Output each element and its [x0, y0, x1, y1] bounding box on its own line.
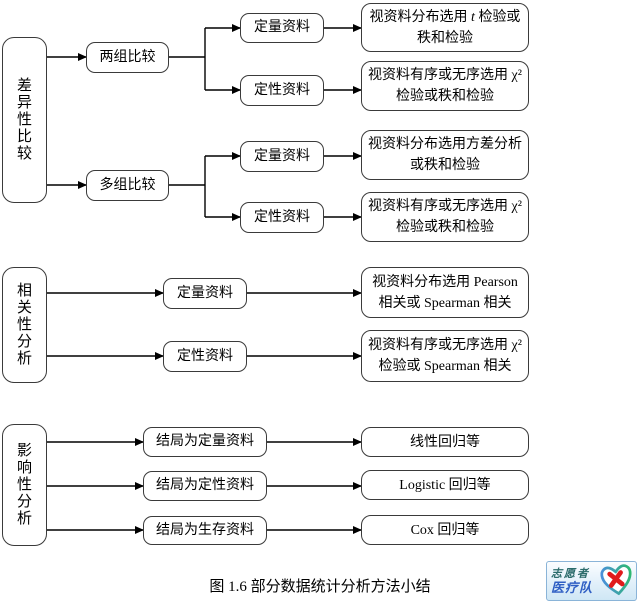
- result-line: 线性回归等: [410, 434, 480, 450]
- result-chi-square-or-spearman: 视资料有序或无序选用 χ² 检验或 Spearman 相关: [361, 330, 529, 382]
- node-label: 差异性比较: [17, 77, 33, 162]
- node-quantitative-data-two-group: 定量资料: [240, 13, 324, 43]
- result-line: 视资料有序或无序选用 χ²: [368, 199, 522, 214]
- node-two-group-comparison: 两组比较: [86, 42, 169, 73]
- result-logistic-regression: Logistic 回归等: [361, 470, 529, 500]
- node-label: 定性资料: [254, 209, 310, 225]
- node-multi-group-comparison: 多组比较: [86, 170, 169, 201]
- result-line: 视资料分布选用方差分析: [368, 137, 522, 152]
- result-pearson-or-spearman: 视资料分布选用 Pearson 相关或 Spearman 相关: [361, 267, 529, 318]
- node-label: 定量资料: [254, 148, 310, 164]
- node-influence-analysis: 影响性分析: [2, 424, 47, 546]
- figure-caption: 图 1.6 部分数据统计分析方法小结: [209, 579, 431, 595]
- result-t-test-or-rank-sum: 视资料分布选用 t 检验或 秩和检验: [361, 3, 529, 52]
- result-chi-square-or-rank-sum-two-group: 视资料有序或无序选用 χ² 检验或秩和检验: [361, 61, 529, 111]
- node-label: 多组比较: [99, 177, 156, 193]
- node-outcome-survival: 结局为生存资料: [143, 516, 267, 545]
- node-qualitative-data-two-group: 定性资料: [240, 75, 324, 106]
- node-label: 结局为定量资料: [156, 434, 254, 449]
- node-label: 定量资料: [254, 20, 310, 35]
- node-label: 结局为定性资料: [156, 478, 254, 493]
- node-difference-comparison: 差异性比较: [2, 37, 47, 203]
- node-label: 相关性分析: [17, 282, 33, 367]
- node-outcome-qualitative: 结局为定性资料: [143, 471, 267, 501]
- result-line: Logistic 回归等: [399, 477, 491, 493]
- node-qualitative-data-multi-group: 定性资料: [240, 202, 324, 233]
- node-outcome-quantitative: 结局为定量资料: [143, 427, 267, 457]
- result-line: 视资料有序或无序选用 χ²: [368, 68, 522, 83]
- logo-text-line2: 医疗队: [551, 580, 594, 595]
- result-line: 或秩和检验: [410, 158, 480, 173]
- italic-t: t: [471, 9, 475, 25]
- result-line: 视资料分布选用 Pearson: [372, 274, 518, 290]
- result-line: 视资料有序或无序选用 χ²: [368, 338, 522, 353]
- medical-team-logo: 志愿者 医疗队: [546, 561, 637, 601]
- logo-text: 志愿者 医疗队: [547, 567, 598, 595]
- logo-text-line1: 志愿者: [551, 568, 590, 580]
- node-label: 影响性分析: [17, 442, 33, 527]
- result-chi-square-or-rank-sum-multi-group: 视资料有序或无序选用 χ² 检验或秩和检验: [361, 192, 529, 242]
- result-line: 检验或 Spearman 相关: [378, 359, 512, 374]
- result-line: 相关或 Spearman 相关: [378, 295, 512, 311]
- node-quantitative-data-correlation: 定量资料: [163, 278, 247, 309]
- node-label: 定性资料: [254, 82, 310, 98]
- node-label: 定量资料: [177, 285, 233, 301]
- heart-cross-icon: [600, 564, 632, 596]
- node-correlation-analysis: 相关性分析: [2, 267, 47, 383]
- node-label: 定性资料: [177, 348, 233, 364]
- node-label: 结局为生存资料: [156, 522, 254, 538]
- node-label: 两组比较: [99, 49, 156, 65]
- result-linear-regression: 线性回归等: [361, 427, 529, 457]
- result-line: 检验或秩和检验: [396, 89, 494, 104]
- node-qualitative-data-correlation: 定性资料: [163, 341, 247, 372]
- result-cox-regression: Cox 回归等: [361, 515, 529, 545]
- result-line: 秩和检验: [417, 30, 473, 46]
- result-anova-or-rank-sum: 视资料分布选用方差分析 或秩和检验: [361, 130, 529, 180]
- result-line: 视资料分布选用 t 检验或: [369, 9, 521, 25]
- node-quantitative-data-multi-group: 定量资料: [240, 141, 324, 172]
- result-line: 检验或秩和检验: [396, 220, 494, 235]
- result-line: Cox 回归等: [410, 522, 480, 538]
